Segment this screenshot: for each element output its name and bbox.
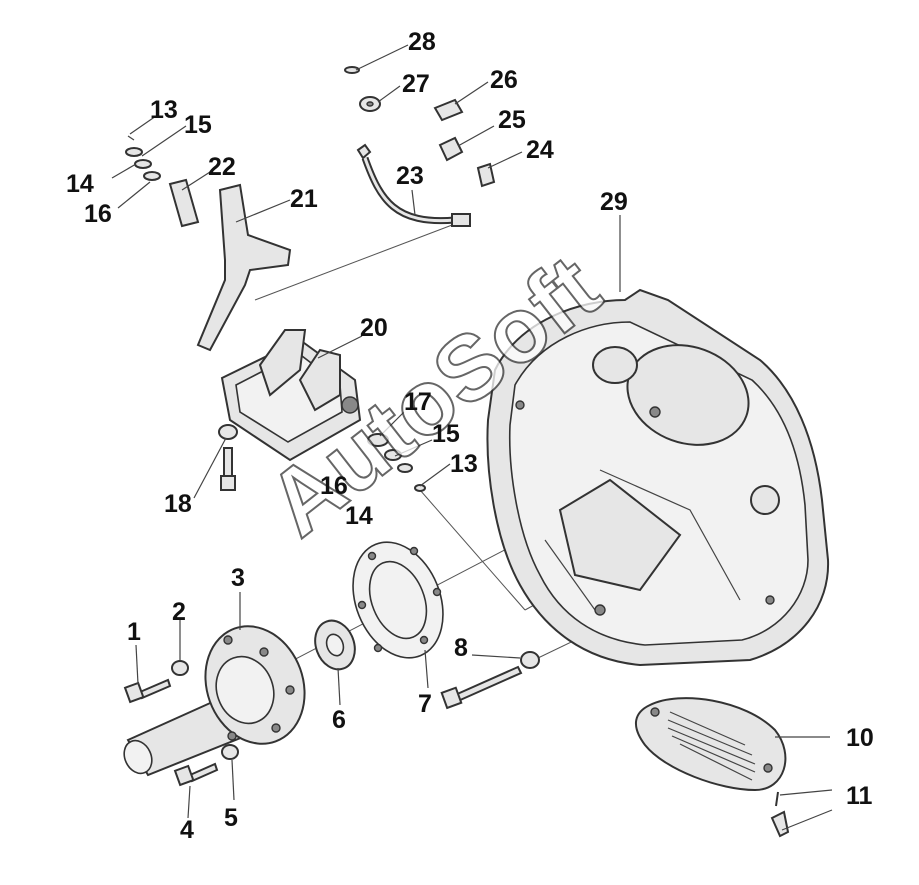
nut-27 <box>359 96 381 112</box>
callout-25: 25 <box>498 106 526 134</box>
bolt-4 <box>173 762 219 787</box>
callout-23: 23 <box>396 162 424 190</box>
seal-ring <box>314 619 356 671</box>
callout-18: 18 <box>164 490 192 518</box>
gasket <box>352 541 444 659</box>
sleeve-25 <box>438 136 464 162</box>
callout-24: 24 <box>526 136 554 164</box>
cover-plate <box>635 697 787 792</box>
release-fork-bracket <box>220 329 362 462</box>
callout-6: 6 <box>332 706 346 734</box>
callout-17: 17 <box>404 388 432 416</box>
callout-27: 27 <box>402 70 430 98</box>
callout-15-lower: 15 <box>432 420 460 448</box>
callout-16-lower: 16 <box>320 472 348 500</box>
callout-labels: 28 27 26 25 24 23 22 21 13 15 14 16 29 2… <box>66 28 874 844</box>
callout-20: 20 <box>360 314 388 342</box>
callout-16-upper: 16 <box>84 200 112 228</box>
callout-13-upper: 13 <box>150 96 178 124</box>
callout-22: 22 <box>208 153 236 181</box>
screw-11 <box>770 791 790 838</box>
callout-29: 29 <box>600 188 628 216</box>
release-fork <box>196 183 292 352</box>
callout-14-upper: 14 <box>66 170 94 198</box>
washer-5 <box>221 744 239 760</box>
callout-5: 5 <box>224 804 238 832</box>
callout-26: 26 <box>490 66 518 94</box>
bolt-8 <box>440 651 540 710</box>
callout-21: 21 <box>290 185 318 213</box>
bolt-1 <box>123 678 172 704</box>
callout-4: 4 <box>180 816 194 844</box>
callout-2: 2 <box>172 598 186 626</box>
pivot-pin <box>168 178 200 228</box>
sleeve-26 <box>433 98 464 122</box>
callout-leaders <box>111 44 833 831</box>
callout-15-upper: 15 <box>184 111 212 139</box>
clutch-housing <box>486 288 830 667</box>
hardware-stack-upper <box>125 135 161 181</box>
callout-13-lower: 13 <box>450 450 478 478</box>
fitting-28 <box>344 66 360 74</box>
input-shaft-flange <box>123 625 306 777</box>
callout-8: 8 <box>454 634 468 662</box>
hydraulic-hose <box>356 143 471 227</box>
callout-1: 1 <box>127 618 141 646</box>
cover-louvers <box>667 711 756 781</box>
callout-14-lower: 14 <box>345 502 373 530</box>
bleeder-24 <box>476 162 496 188</box>
washer-2 <box>171 660 189 676</box>
callout-28: 28 <box>408 28 436 56</box>
callout-11: 11 <box>846 782 873 810</box>
callout-3: 3 <box>231 564 245 592</box>
callout-7: 7 <box>418 690 432 718</box>
callout-10: 10 <box>846 724 874 752</box>
bolt-18 <box>218 424 238 491</box>
hardware-stack-lower <box>367 433 426 492</box>
